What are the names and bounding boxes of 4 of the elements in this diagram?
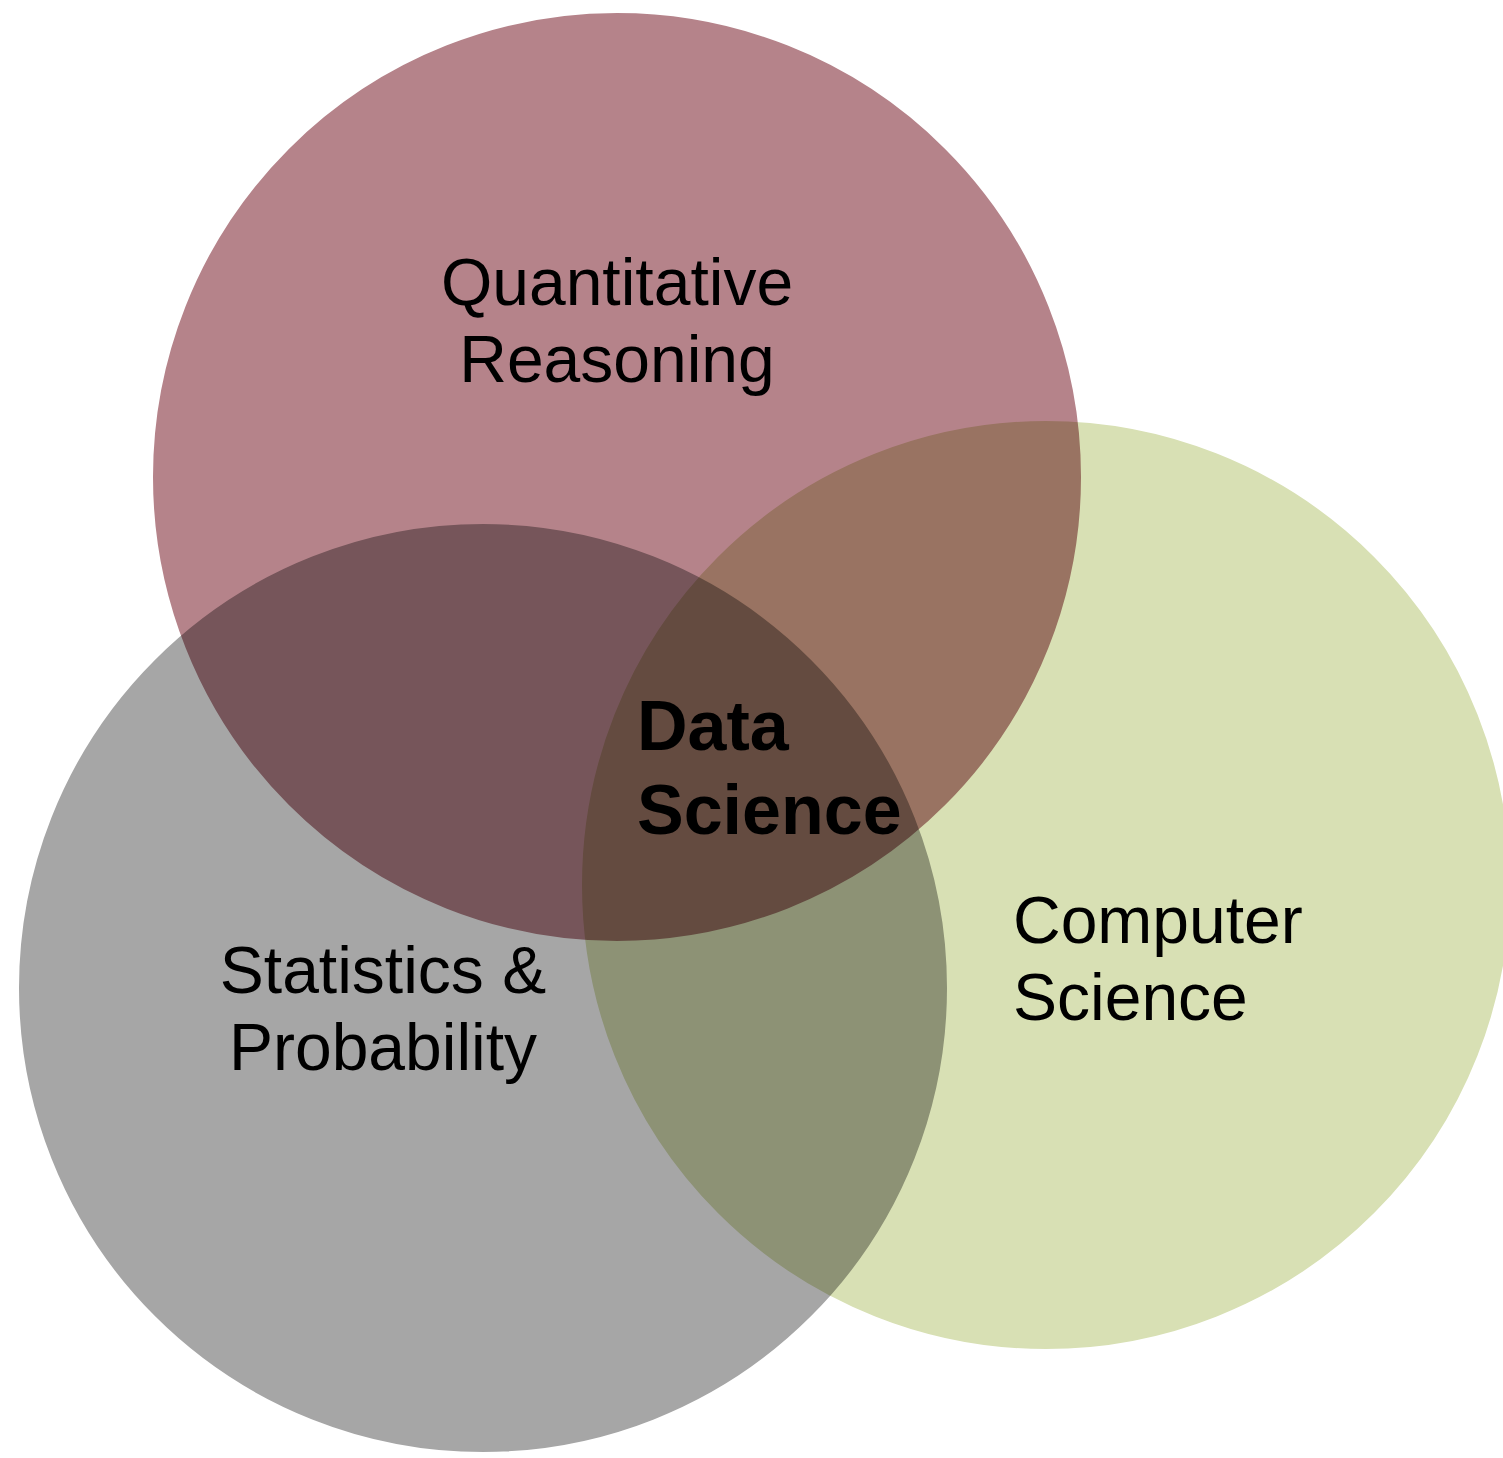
circle-label: Computer Science (1013, 882, 1304, 1036)
circle-label: Statistics & Probability (218, 932, 548, 1086)
circle-label: Quantitative Reasoning (439, 244, 795, 398)
center-label: Data Science (637, 684, 927, 852)
